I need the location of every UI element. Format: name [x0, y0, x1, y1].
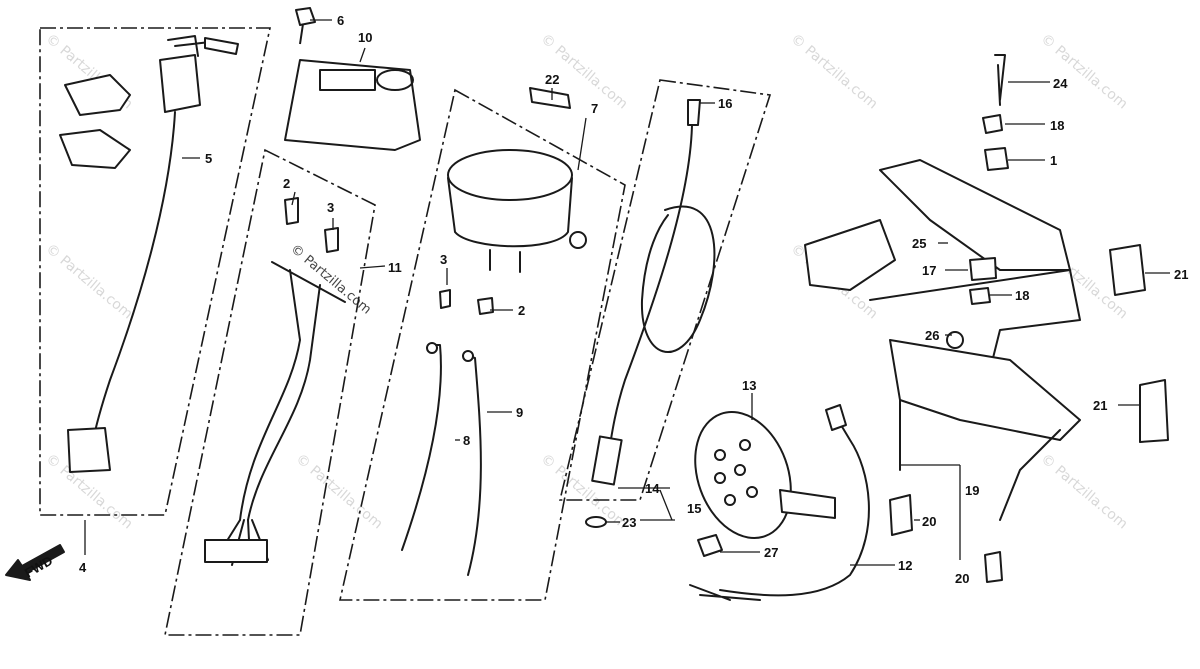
callout-5: 5 [205, 151, 212, 166]
watermark: © Partzilla.com [1037, 451, 1130, 533]
watermark: © Partzilla.com [42, 241, 135, 323]
callout-9: 9 [516, 405, 523, 420]
callout-13: 13 [742, 378, 756, 393]
watermarks: © Partzilla.com © Partzilla.com © Partzi… [42, 31, 1130, 533]
collar-20-icon [889, 494, 913, 536]
callout-27: 27 [764, 545, 778, 560]
speedometer-face-icon [447, 149, 573, 201]
callout-16: 16 [718, 96, 732, 111]
callouts: 1 2 2 3 3 4 5 6 7 8 9 10 11 12 13 14 15 … [79, 13, 1188, 586]
bolt-27-icon [697, 534, 723, 557]
leader-lines [84, 19, 1170, 566]
grommet-6-icon [295, 7, 316, 45]
switch-cover-lower-icon [59, 129, 131, 169]
callout-20: 20 [955, 571, 969, 586]
nut-26-icon [946, 331, 964, 349]
harness-frame [164, 148, 376, 636]
callout-18: 18 [1015, 288, 1029, 303]
callout-23: 23 [622, 515, 636, 530]
callout-19: 19 [965, 483, 979, 498]
watermark: © Partzilla.com [1037, 31, 1130, 113]
callout-21: 21 [1093, 398, 1107, 413]
callout-26: 26 [925, 328, 939, 343]
speedometer-cable [585, 99, 716, 528]
callout-20: 20 [922, 514, 936, 529]
harness-terminal-icon [204, 539, 268, 563]
cable-end-icon [591, 435, 623, 486]
grommet-1-icon [984, 147, 1009, 171]
collar-18b-icon [969, 287, 991, 305]
side-plate-icon [804, 219, 896, 291]
speedometer-frame [338, 88, 626, 601]
callout-12: 12 [898, 558, 912, 573]
callout-2: 2 [518, 303, 525, 318]
meter-window-icon [319, 69, 376, 91]
collar-18-icon [982, 114, 1003, 134]
callout-6: 6 [337, 13, 344, 28]
watermark: © Partzilla.com [292, 451, 385, 533]
meter-case-icon [284, 59, 421, 151]
horn-lead [689, 404, 870, 601]
lens-22-icon [529, 87, 571, 109]
collar-20b-icon [984, 551, 1003, 583]
switch-body-icon [159, 54, 201, 113]
callout-14: 14 [645, 481, 660, 496]
callout-4: 4 [79, 560, 87, 575]
cushion-21b-icon [1139, 379, 1169, 443]
callout-10: 10 [358, 30, 372, 45]
fwd-arrow: FWD [5, 544, 65, 581]
callout-15: 15 [687, 501, 701, 516]
grommet-17-icon [969, 257, 997, 281]
callout-3: 3 [327, 200, 334, 215]
cushion-21a-icon [1109, 244, 1146, 296]
callout-17: 17 [922, 263, 936, 278]
callout-25: 25 [912, 236, 926, 251]
watermark: © Partzilla.com [287, 242, 373, 318]
washer-23-icon [585, 516, 607, 528]
callout-3: 3 [440, 252, 447, 267]
horn [694, 411, 836, 557]
cable-frame [558, 79, 772, 501]
callout-11: 11 [388, 260, 402, 275]
watermark: © Partzilla.com [787, 31, 880, 113]
switch-cover-icon [64, 74, 131, 116]
callout-1: 1 [1050, 153, 1057, 168]
callout-8: 8 [463, 433, 470, 448]
key-icon [204, 37, 239, 55]
callout-21: 21 [1174, 267, 1188, 282]
wire-harness [204, 197, 346, 566]
speedometer [401, 87, 587, 576]
ignition-switch [59, 35, 239, 473]
fwd-arrow-icon [5, 544, 65, 581]
meter-housing [284, 7, 421, 151]
callout-24: 24 [1053, 76, 1068, 91]
callout-7: 7 [591, 101, 598, 116]
switch-connector-icon [67, 427, 111, 473]
meter-stay [804, 54, 1169, 583]
callout-22: 22 [545, 72, 559, 87]
callout-2: 2 [283, 176, 290, 191]
group-frames [39, 27, 772, 636]
lower-bracket-icon [889, 339, 1081, 441]
upper-bracket-icon [879, 159, 1071, 271]
callout-18: 18 [1050, 118, 1064, 133]
